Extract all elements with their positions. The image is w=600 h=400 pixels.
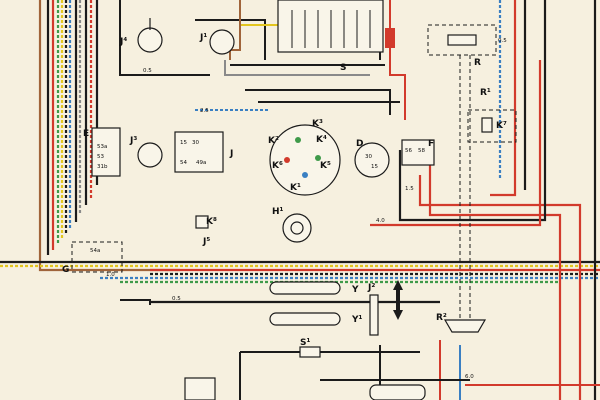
svg-text:6.0: 6.0 — [465, 374, 474, 380]
label-k4: K⁴ — [316, 135, 327, 145]
speaker-r2: R² — [436, 313, 487, 333]
left-wire-bundle — [38, 0, 180, 272]
label-r: R — [474, 58, 481, 68]
label-r1: R¹ — [480, 88, 491, 98]
svg-text:53: 53 — [97, 154, 104, 160]
label-h1: H¹ — [272, 207, 284, 217]
label-g: G — [62, 265, 69, 275]
svg-text:53a: 53a — [97, 144, 107, 150]
svg-text:54: 54 — [180, 160, 187, 166]
label-k1: K¹ — [290, 183, 301, 193]
label-r2: R² — [436, 313, 447, 323]
switch-j1: J¹ — [199, 29, 235, 55]
headlight-y: Y — [269, 281, 359, 295]
svg-text:54a: 54a — [90, 248, 100, 254]
svg-text:0.5: 0.5 — [172, 296, 181, 302]
horizontal-bundle-middle — [0, 260, 600, 304]
svg-text:49a: 49a — [196, 160, 206, 166]
label-s1: S¹ — [300, 338, 310, 348]
horn-button-h1: H¹ — [272, 207, 312, 243]
right-wire-loops — [370, 0, 597, 400]
label-j4: J⁴ — [119, 37, 127, 47]
relay-r: R — [427, 24, 497, 68]
ignition-switch-d: D 30 15 — [354, 139, 390, 178]
svg-text:56: 56 — [405, 148, 412, 154]
indicator-k8: K⁸ J⁵ — [195, 215, 217, 247]
bottom-component-left — [184, 377, 216, 400]
label-j5: J⁵ — [202, 237, 210, 247]
label-k6: K⁶ — [272, 161, 283, 171]
label-k8: K⁸ — [206, 217, 217, 227]
bottom-component-right — [369, 384, 426, 400]
label-j1: J¹ — [199, 33, 207, 43]
label-j2: J² — [367, 283, 375, 293]
instrument-cluster: K² K³ K⁴ K⁵ K⁶ K¹ — [268, 119, 341, 196]
label-k5: K⁵ — [320, 161, 331, 171]
switch-j4: J⁴ — [119, 18, 163, 53]
label-k7: K⁷ — [496, 121, 507, 131]
component-j: J 15 30 54 49a — [174, 131, 233, 173]
label-y1: Y¹ — [351, 315, 363, 325]
component-j2: J² — [367, 280, 403, 336]
svg-text:1.5: 1.5 — [405, 186, 414, 192]
component-s1: S¹ — [299, 338, 321, 358]
label-e: E — [83, 129, 89, 139]
switch-e: E 53a 53 31b — [83, 127, 121, 177]
svg-text:15: 15 — [371, 164, 378, 170]
svg-text:2.5: 2.5 — [200, 108, 209, 114]
label-d: D — [356, 139, 363, 149]
wire-gauge-labels: 0.5 2.5 4.0 1.5 0.5 1.0 6.0 0.5 — [106, 38, 507, 380]
svg-text:31b: 31b — [97, 164, 108, 170]
label-y: Y — [351, 285, 359, 295]
indicator-k7: K⁷ R¹ — [467, 88, 517, 143]
light-switch-f: F 56 58 — [401, 139, 435, 166]
svg-text:30: 30 — [192, 140, 199, 146]
svg-text:15: 15 — [180, 140, 187, 146]
svg-text:0.5: 0.5 — [143, 68, 152, 74]
fuse-block — [277, 0, 395, 53]
svg-text:0.5: 0.5 — [498, 38, 507, 44]
svg-text:30: 30 — [365, 154, 372, 160]
label-k3: K³ — [312, 119, 323, 129]
svg-text:1.0: 1.0 — [106, 272, 115, 278]
lower-wiring — [120, 299, 600, 400]
label-k2-top: K² — [268, 136, 279, 146]
label-j: J — [229, 149, 233, 159]
svg-text:4.0: 4.0 — [376, 218, 385, 224]
svg-text:58: 58 — [418, 148, 425, 154]
headlight-y1: Y¹ — [269, 312, 363, 326]
relay-j3: J³ — [129, 136, 163, 168]
switch-g: G 54a — [62, 241, 123, 275]
label-s: S — [340, 63, 346, 73]
label-f: F — [428, 139, 434, 149]
label-j3: J³ — [129, 136, 137, 146]
